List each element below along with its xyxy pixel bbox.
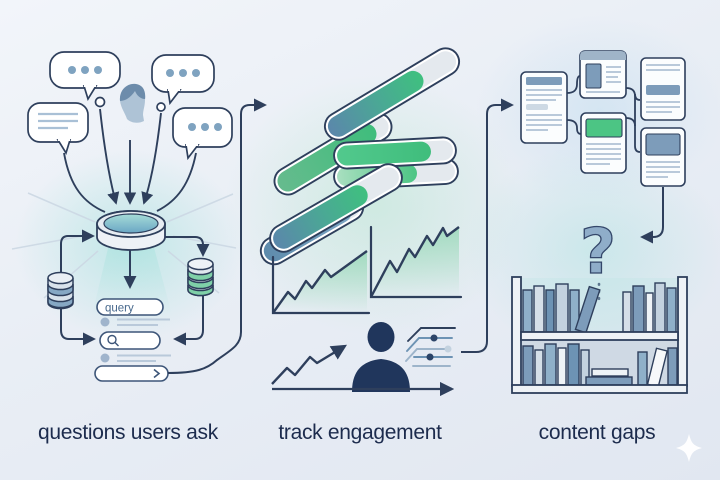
list-bullet: [100, 353, 110, 363]
book: [654, 282, 666, 333]
card-connectors: [566, 75, 641, 153]
caption-questions: questions users ask: [38, 421, 218, 444]
bubble-tail: [56, 139, 72, 156]
connector-panel2-panel3: [461, 98, 514, 353]
card-header-bar: [646, 85, 680, 95]
chart-line: [272, 250, 368, 314]
document-card: [579, 50, 627, 99]
user-head-icon: [119, 83, 146, 123]
book-stacked: [585, 376, 633, 386]
database-icon-green: [187, 257, 214, 297]
card-highlight-block: [585, 118, 623, 138]
svg-text:?: ?: [580, 215, 616, 288]
sparkle-icon: [676, 434, 702, 462]
document-card: [640, 127, 686, 187]
book: [522, 289, 533, 333]
document-card: [580, 112, 627, 174]
progress-bar: [269, 163, 403, 253]
progress-bar: [273, 112, 393, 196]
db-to-search-arrow: [173, 296, 204, 346]
connector-panel1-panel2: [167, 98, 267, 374]
progress-bar: [333, 136, 457, 170]
search-icon: [107, 334, 119, 347]
panel-questions: query: [11, 51, 267, 382]
thought-dot: [94, 96, 106, 108]
database-icon-blue: [47, 271, 74, 310]
book: [637, 351, 648, 386]
book: [555, 283, 569, 333]
speech-bubbles: [27, 51, 233, 161]
bubble-dots: [68, 66, 222, 131]
book: [666, 287, 677, 333]
bubble-tail: [167, 89, 182, 106]
book: [622, 291, 632, 333]
book: [534, 349, 544, 386]
list-lines: [117, 318, 170, 326]
panel-gaps: ?: [511, 50, 688, 394]
card-image-block: [585, 63, 602, 89]
chart-area-fill: [371, 227, 459, 297]
bubble-text-lines: [38, 112, 78, 130]
book: [645, 292, 654, 333]
list-bullet: [100, 317, 110, 327]
book: [667, 347, 678, 386]
line-chart-small: [271, 250, 371, 315]
line-chart-large: [369, 225, 463, 299]
submit-pill: [94, 365, 169, 382]
person-icon: [352, 322, 410, 392]
book: [557, 347, 567, 386]
book: [567, 343, 580, 386]
document-card: [520, 71, 568, 144]
book-stacked: [591, 368, 629, 377]
bowl-surface: [103, 213, 159, 234]
question-mark-icon: ?: [579, 214, 617, 306]
card-top-strip: [580, 51, 626, 60]
collector-bowl: [96, 210, 166, 251]
query-label: query: [105, 303, 134, 315]
book: [533, 285, 545, 333]
slider-dot: [444, 345, 452, 353]
progress-bar: [323, 47, 461, 141]
panel-engagement: [259, 47, 514, 397]
engagement-sliders: [405, 327, 456, 367]
thought-dot: [156, 102, 166, 112]
book: [522, 345, 534, 386]
slider-dot: [430, 334, 438, 342]
shelf-frame: [511, 276, 688, 394]
card-to-question-arrow: [640, 187, 664, 244]
bookshelf: [511, 276, 688, 394]
books-top-row: [522, 282, 677, 334]
card-image-block: [645, 133, 681, 156]
document-card: [640, 57, 686, 121]
chevron-right-icon: [153, 368, 161, 379]
caption-engagement: track engagement: [278, 421, 442, 444]
search-input: [99, 331, 161, 350]
bubble-tail: [82, 85, 98, 102]
book: [545, 289, 555, 333]
book: [632, 285, 645, 333]
list-lines: [117, 354, 171, 362]
progress-bars: [259, 47, 461, 266]
query-stack: query: [94, 298, 171, 382]
query-input: [96, 298, 164, 316]
caption-gaps: content gaps: [538, 421, 656, 444]
trend-arrow: [271, 344, 348, 385]
card-header-bar: [526, 77, 562, 85]
book: [544, 343, 557, 386]
chart-line: [369, 226, 460, 298]
slider-dot: [426, 353, 434, 361]
converging-lines: [63, 108, 197, 213]
speech-bubble-icon: [27, 102, 89, 143]
book-tilted: [574, 285, 601, 334]
document-cards: [520, 50, 686, 187]
bowl-to-db-arrow: [165, 236, 210, 257]
